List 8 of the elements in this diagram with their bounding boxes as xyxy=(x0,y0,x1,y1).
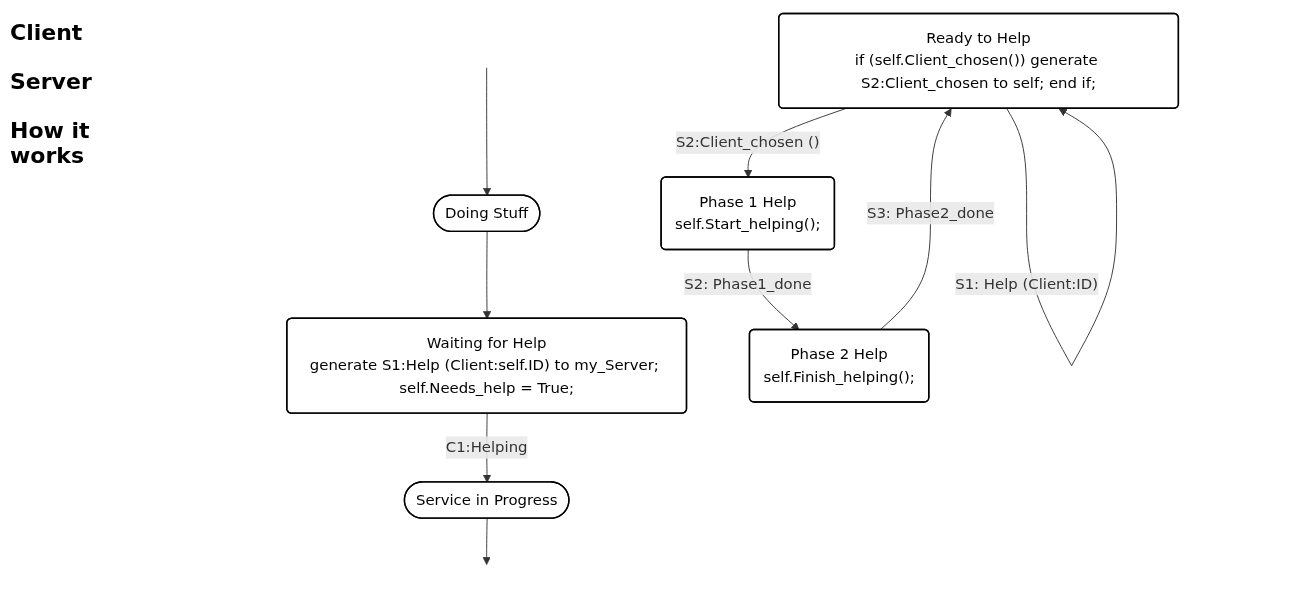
section-heading: Client xyxy=(10,20,84,45)
section-heading: Server xyxy=(10,69,93,94)
edge-label: S3: Phase2_done xyxy=(866,203,994,222)
edge-label: C1:Helping xyxy=(445,437,528,456)
edge-label: S2:Client_chosen () xyxy=(675,132,820,151)
section-heading: How it works xyxy=(10,118,91,168)
edge-label: S1: Help (Client:ID) xyxy=(955,274,1098,292)
edge-label: S2: Phase1_done xyxy=(684,274,812,292)
